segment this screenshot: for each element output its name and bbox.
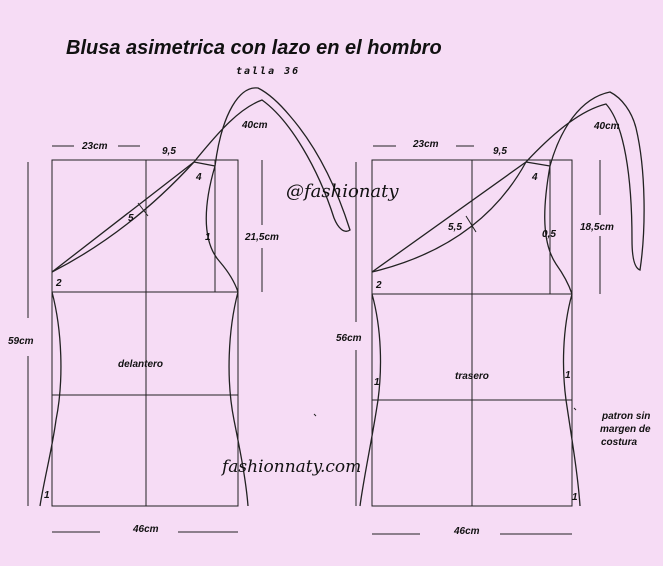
front-neckline: [51, 161, 195, 273]
back-bottom-width: 46cm: [453, 526, 480, 537]
back-waist-left-mark: 1: [374, 377, 380, 388]
front-neckline-curve: [51, 161, 195, 273]
back-hem-mark: 1: [572, 492, 578, 503]
watermark-top: @fashionaty: [286, 181, 399, 202]
back-pattern: 23cm 9,5 5,5 4 40cm 0,5 18,5cm 2 1 1 1 5…: [336, 91, 645, 537]
front-shoulder-mark: 4: [195, 172, 202, 183]
front-side-mark: 1: [205, 232, 211, 243]
front-strap: [193, 87, 351, 232]
page-title: Blusa asimetrica con lazo en el hombro: [66, 37, 442, 59]
back-strap-length: 40cm: [593, 121, 620, 132]
front-armhole: [205, 165, 239, 293]
watermark-bottom: fashionnaty.com: [220, 457, 361, 477]
front-piece-name: delantero: [118, 359, 163, 370]
note-line-1: patron sin: [601, 411, 650, 422]
front-top-width: 23cm: [81, 141, 108, 152]
back-dart-mark: [465, 215, 477, 233]
back-dart-label: 5,5: [448, 222, 462, 233]
back-side-mark: 0,5: [542, 229, 556, 240]
note-line-3: costura: [601, 437, 638, 448]
front-hem-mark: 1: [44, 490, 50, 501]
back-waist-right-mark: 1: [565, 370, 571, 381]
back-shoulder-width: 9,5: [493, 146, 507, 157]
back-neckline: [371, 161, 527, 273]
back-neck-mark: 2: [375, 280, 382, 291]
back-armhole: [544, 165, 573, 295]
stray-mark: [573, 407, 577, 411]
front-neck-mark: 2: [55, 278, 62, 289]
back-piece-name: trasero: [455, 371, 489, 382]
back-length: 56cm: [336, 333, 362, 344]
size-label: talla 36: [236, 66, 300, 77]
front-pattern: 23cm 9,5 5 4 40cm 1 21,5cm 2 1 59cm: [8, 87, 351, 535]
note-line-2: margen de: [600, 424, 651, 435]
stray-mark: [313, 413, 317, 417]
front-armhole-depth: 21,5cm: [244, 232, 279, 243]
back-top-width: 23cm: [412, 139, 439, 150]
back-neckline-curve: [371, 161, 527, 273]
back-shoulder-mark: 4: [531, 172, 538, 183]
front-left-seam: [39, 291, 62, 507]
front-dart-mark: [137, 202, 149, 217]
front-shoulder-width: 9,5: [162, 146, 176, 157]
front-strap-length: 40cm: [241, 120, 268, 131]
back-right-seam: [562, 293, 581, 507]
back-shoulder-seam: [525, 161, 551, 167]
front-bottom-width: 46cm: [132, 524, 159, 535]
front-right-seam: [228, 291, 249, 507]
front-shoulder-seam: [193, 161, 216, 167]
front-dart-label: 5: [128, 213, 134, 224]
front-frame: [51, 159, 239, 507]
back-armhole-depth: 18,5cm: [580, 222, 614, 233]
front-length: 59cm: [8, 336, 34, 347]
back-left-seam: [359, 293, 382, 507]
back-strap: [525, 91, 645, 271]
